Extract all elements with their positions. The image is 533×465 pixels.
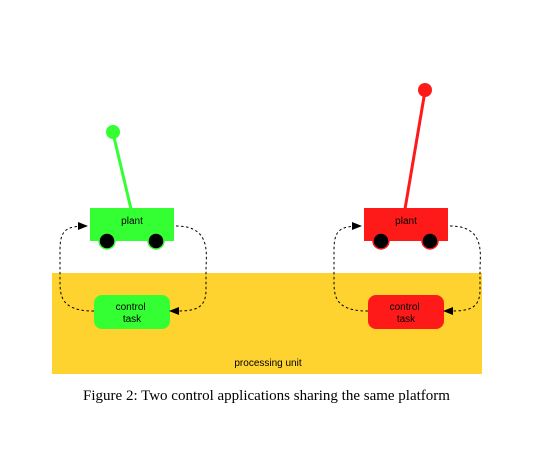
control-task-box-red bbox=[368, 295, 444, 329]
plant-label-red: plant bbox=[395, 216, 417, 227]
pendulum-rod-red bbox=[403, 90, 427, 210]
figure-caption: Figure 2: Two control applications shari… bbox=[83, 388, 450, 404]
actuation-arrow-controller-to-plant-green bbox=[59, 222, 95, 312]
plant-label-green: plant bbox=[121, 216, 143, 227]
control-application-green: plant control task bbox=[59, 125, 207, 329]
wheel-icon bbox=[372, 232, 390, 250]
processing-unit-label: processing unit bbox=[234, 358, 301, 369]
wheel-icon bbox=[421, 232, 439, 250]
wheel-icon bbox=[98, 232, 116, 250]
control-task-box-green bbox=[94, 295, 170, 329]
control-task-label-red: control task bbox=[390, 302, 423, 325]
wheel-icon bbox=[147, 232, 165, 250]
pendulum-bob-red bbox=[418, 83, 432, 97]
pendulum-rod-green bbox=[111, 132, 133, 210]
pendulum-bob-green bbox=[106, 125, 120, 139]
control-application-red: plant control task bbox=[333, 83, 481, 329]
control-task-label-green: control task bbox=[116, 302, 149, 325]
actuation-arrow-controller-to-plant-red bbox=[333, 222, 369, 312]
